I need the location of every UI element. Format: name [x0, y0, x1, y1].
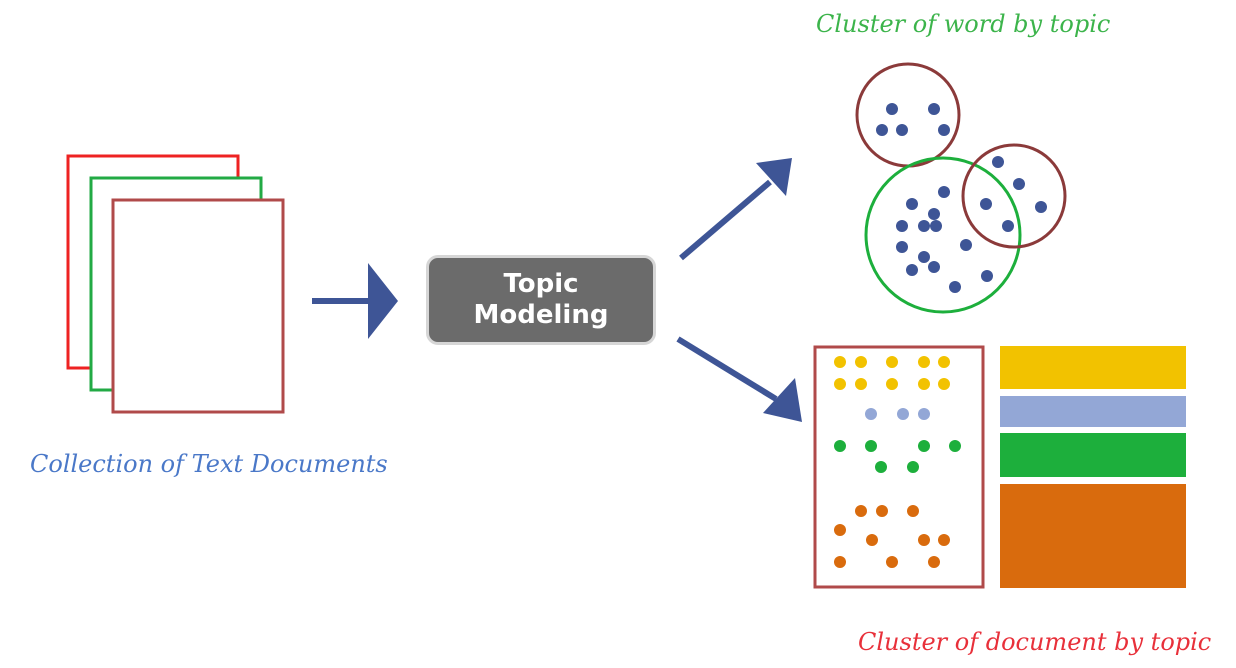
- document-brown: [111, 198, 285, 414]
- word-dot: [980, 198, 992, 210]
- cluster-circle-top: [855, 62, 961, 168]
- word-dot: [918, 220, 930, 232]
- topic-dot: [897, 408, 909, 420]
- word-dot: [960, 239, 972, 251]
- word-cluster-group: [855, 62, 1067, 314]
- topic-dot: [918, 408, 930, 420]
- topic-bar-orange: [1000, 484, 1186, 588]
- word-dot: [918, 251, 930, 263]
- topic-dot: [834, 356, 846, 368]
- topic-dot: [876, 505, 888, 517]
- topic-dot: [949, 440, 961, 452]
- lightblue-topic-dots: [865, 408, 930, 420]
- topic-bar-lightblue: [1000, 396, 1186, 427]
- word-dot: [886, 103, 898, 115]
- topic-dot: [938, 378, 950, 390]
- topic-dot: [855, 378, 867, 390]
- word-dot: [981, 270, 993, 282]
- topic-dot: [886, 356, 898, 368]
- topic-dot: [865, 408, 877, 420]
- topic-dot: [918, 534, 930, 546]
- topic-dot: [866, 534, 878, 546]
- word-dot: [938, 124, 950, 136]
- word-dot: [1013, 178, 1025, 190]
- topic-dot: [834, 556, 846, 568]
- arrow-to-word-clusters: [679, 158, 792, 261]
- topic-modeling-label: Topic Modeling: [473, 268, 609, 330]
- topic-dot: [855, 356, 867, 368]
- topic-dot: [918, 440, 930, 452]
- collection-label: Collection of Text Documents: [30, 450, 388, 478]
- topic-dot: [907, 505, 919, 517]
- word-dot: [930, 220, 942, 232]
- word-dot: [876, 124, 888, 136]
- word-dot: [1035, 201, 1047, 213]
- topic-modeling-box: Topic Modeling: [426, 255, 656, 345]
- word-dot: [896, 220, 908, 232]
- input-arrow: [312, 263, 398, 339]
- topic-dot: [855, 505, 867, 517]
- document-stack: [66, 154, 285, 414]
- topic-dot: [886, 556, 898, 568]
- topic-dot: [938, 356, 950, 368]
- word-dot: [906, 264, 918, 276]
- topic-dot: [834, 378, 846, 390]
- word-dot: [1002, 220, 1014, 232]
- word-dot: [992, 156, 1004, 168]
- word-dots: [876, 103, 1047, 293]
- word-dot: [938, 186, 950, 198]
- cluster-circle-large: [864, 156, 1022, 314]
- document-cluster-label: Cluster of document by topic: [858, 628, 1212, 656]
- word-dot: [896, 124, 908, 136]
- word-dot: [906, 198, 918, 210]
- word-dot: [928, 103, 940, 115]
- topic-dot: [875, 461, 887, 473]
- topic-bar-yellow: [1000, 346, 1186, 389]
- word-dot: [928, 261, 940, 273]
- green-topic-dots: [834, 440, 961, 473]
- orange-topic-dots: [834, 505, 950, 568]
- topic-dot: [865, 440, 877, 452]
- topic-dot: [928, 556, 940, 568]
- cluster-circle-right: [961, 143, 1067, 249]
- arrow-to-document-clusters: [676, 336, 802, 422]
- topic-dot: [834, 524, 846, 536]
- word-dot: [896, 241, 908, 253]
- yellow-topic-dots: [834, 356, 950, 390]
- word-dot: [949, 281, 961, 293]
- topic-dot: [938, 534, 950, 546]
- topic-dot: [918, 378, 930, 390]
- topic-dot: [834, 440, 846, 452]
- topic-dot: [886, 378, 898, 390]
- topic-proportion-bars: [1000, 346, 1186, 588]
- topic-dot: [907, 461, 919, 473]
- word-cluster-label: Cluster of word by topic: [816, 10, 1111, 38]
- topic-dot: [918, 356, 930, 368]
- document-cluster-group: [813, 345, 1186, 589]
- word-dot: [928, 208, 940, 220]
- topic-bar-green: [1000, 433, 1186, 477]
